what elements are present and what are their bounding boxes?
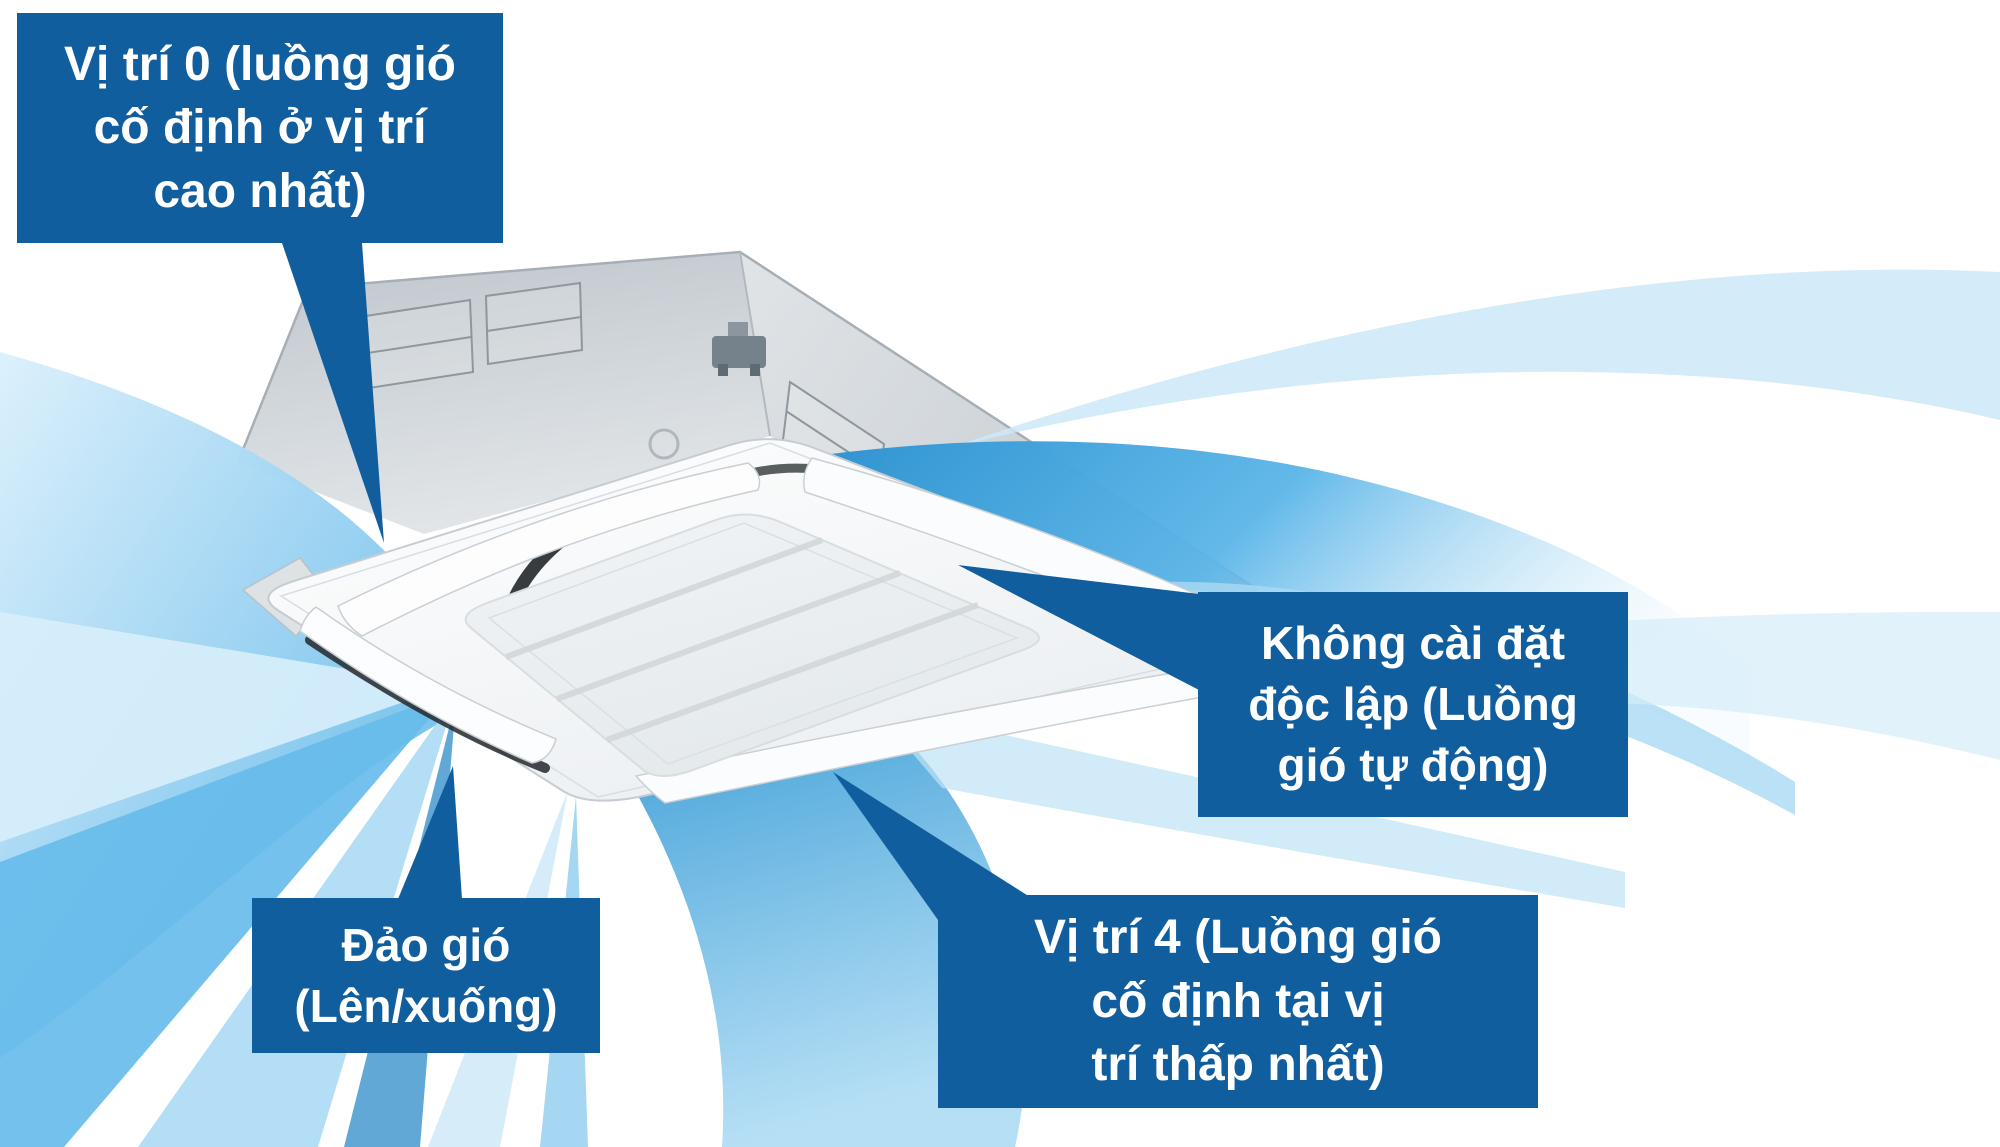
pointer-right bbox=[958, 565, 1199, 690]
mounting-bracket bbox=[712, 322, 766, 376]
label-line: Không cài đặt bbox=[1260, 617, 1566, 670]
air-outlet-flap-sw bbox=[299, 606, 557, 764]
housing-top-edge bbox=[236, 250, 1259, 592]
label-auto-airflow: Không cài đặt độc lập (Luồng gió tự động… bbox=[1198, 592, 1628, 817]
grille-slats bbox=[504, 537, 980, 743]
label-line: Vị trí 4 (Luồng gió bbox=[1034, 911, 1442, 965]
airflow-arc-pale-top bbox=[950, 269, 2000, 448]
label-line: Đảo gió bbox=[341, 918, 511, 971]
label-line: (Lên/xuống) bbox=[294, 979, 558, 1032]
air-outlet-flap-nw bbox=[337, 462, 761, 637]
label-line: gió tự động) bbox=[1277, 738, 1549, 791]
brand-logo-mark bbox=[648, 428, 680, 460]
label-line: Vị trí 0 (luồng gió bbox=[64, 37, 456, 91]
label-line: trí thấp nhất) bbox=[1091, 1038, 1385, 1092]
intake-grille bbox=[464, 513, 1040, 777]
label-pointers bbox=[282, 243, 1199, 920]
pointer-top-left bbox=[282, 243, 384, 543]
pointer-bottom-left bbox=[398, 766, 462, 899]
label-position-0: Vị trí 0 (luồng gió cố định ở vị trí cao… bbox=[17, 13, 503, 243]
label-position-4: Vị trí 4 (Luồng gió cố định tại vị trí t… bbox=[938, 895, 1538, 1108]
label-swing: Đảo gió (Lên/xuống) bbox=[252, 898, 600, 1053]
label-line: độc lập (Luồng bbox=[1248, 678, 1578, 731]
grille-inner-frame bbox=[487, 522, 1020, 765]
label-line: cao nhất) bbox=[153, 164, 367, 218]
pointer-bottom-right bbox=[833, 772, 1030, 920]
label-line: cố định tại vị bbox=[1091, 974, 1385, 1028]
label-line: cố định ở vị trí bbox=[93, 101, 427, 155]
